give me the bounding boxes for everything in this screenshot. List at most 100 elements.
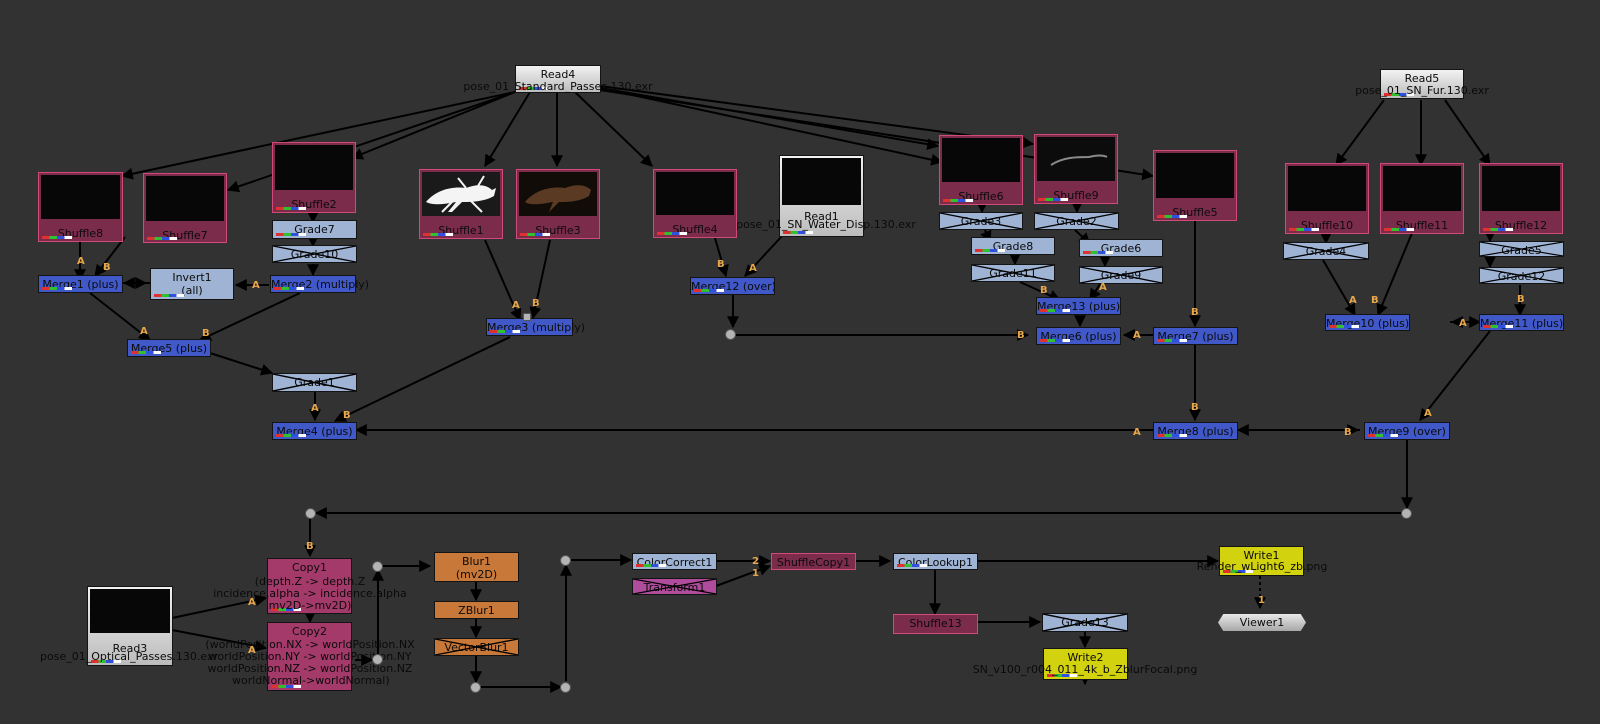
copy1-line3: mv2D->mv2D) <box>268 599 352 612</box>
input-label-b: B <box>306 541 314 552</box>
grade4-label: Grade4 <box>1305 245 1347 258</box>
merge1-node[interactable]: Merge1 (plus) <box>38 275 123 293</box>
grade8-node[interactable]: Grade8 <box>971 237 1055 255</box>
shuffle5-node[interactable]: Shuffle5 <box>1153 150 1237 221</box>
grade2-node[interactable]: Grade2 <box>1034 212 1119 230</box>
input-label-a: A <box>512 300 520 311</box>
copy2-node[interactable]: Copy2 <box>267 622 352 691</box>
input-label-a: A <box>749 263 757 274</box>
shuffle13-node[interactable]: Shuffle13 <box>893 614 978 634</box>
invert1-mode: (all) <box>181 284 203 297</box>
dot-node[interactable] <box>560 555 571 566</box>
blur1-mode: (mv2D) <box>455 568 498 581</box>
grade5-node[interactable]: Grade5 <box>1479 241 1564 257</box>
vectorblur1-node[interactable]: VectorBlur1 <box>434 638 519 656</box>
grade11-node[interactable]: Grade11 <box>971 264 1055 282</box>
read1-file: pose_01_SN_Water_Disp.130.exr <box>736 218 916 231</box>
grade1-node[interactable]: Grade1 <box>272 373 357 392</box>
dot-node[interactable] <box>305 508 316 519</box>
grade9-node[interactable]: Grade9 <box>1079 266 1163 284</box>
write2-label: Write2 <box>1067 651 1104 664</box>
shuffle10-node[interactable]: Shuffle10 <box>1285 163 1369 234</box>
colorcorrect1-node[interactable]: ColorCorrect1 <box>632 553 717 570</box>
read4-node[interactable]: Read4 <box>515 65 601 93</box>
input-label-a: A <box>248 597 256 608</box>
input-label-b: B <box>1040 285 1048 296</box>
write2-node[interactable]: Write2 <box>1043 648 1128 680</box>
input-label-b: B <box>202 328 210 339</box>
read5-node[interactable]: Read5 <box>1380 69 1464 99</box>
grade12-node[interactable]: Grade12 <box>1479 267 1564 284</box>
merge3-node[interactable]: Merge3 (multiply) <box>486 318 585 336</box>
write1-label: Write1 <box>1243 549 1280 562</box>
input-label-a: A <box>248 645 256 656</box>
dot-node[interactable] <box>560 682 571 693</box>
zblur1-node[interactable]: ZBlur1 <box>434 601 519 619</box>
input-label-a: A <box>1133 427 1141 438</box>
merge10-node[interactable]: Merge10 (plus) <box>1325 314 1410 331</box>
blur1-node[interactable]: Blur1 (mv2D) <box>434 552 519 582</box>
shuffle1-node[interactable]: Shuffle1 <box>419 169 503 239</box>
write1-node[interactable]: Write1 <box>1219 546 1304 576</box>
shuffle11-node[interactable]: Shuffle11 <box>1380 163 1464 234</box>
shufflecopy1-node[interactable]: ShuffleCopy1 <box>771 553 856 570</box>
shufflecopy1-label: ShuffleCopy1 <box>776 556 851 569</box>
invert1-node[interactable]: Invert1 (all) <box>150 268 234 300</box>
shuffle12-node[interactable]: Shuffle12 <box>1479 163 1563 234</box>
merge5-node[interactable]: Merge5 (plus) <box>127 339 211 357</box>
shuffle8-thumbnail <box>41 175 120 219</box>
merge4-node[interactable]: Merge4 (plus) <box>272 422 357 440</box>
grade10-node[interactable]: Grade10 <box>272 245 357 263</box>
write1-file: Render_wLight6_zb.png <box>1196 560 1328 573</box>
transform1-node[interactable]: Transform1 <box>632 578 717 595</box>
shuffle7-node[interactable]: Shuffle7 <box>143 173 227 243</box>
grade3-node[interactable]: Grade3 <box>939 212 1023 230</box>
input-label-a: A <box>1424 408 1432 419</box>
grade7-node[interactable]: Grade7 <box>272 220 357 239</box>
grade12-label: Grade12 <box>1497 270 1546 283</box>
grade6-node[interactable]: Grade6 <box>1079 239 1163 257</box>
colorlookup1-node[interactable]: ColorLookup1 <box>893 553 978 570</box>
shuffle1-thumbnail <box>422 172 500 216</box>
dot-node[interactable] <box>470 682 481 693</box>
grade2-label: Grade2 <box>1056 215 1097 228</box>
merge7-node[interactable]: Merge7 (plus) <box>1153 327 1238 345</box>
dot-node <box>523 313 531 321</box>
merge8-node[interactable]: Merge8 (plus) <box>1153 422 1238 440</box>
shuffle8-node[interactable]: Shuffle8 <box>38 172 123 242</box>
shuffle7-thumbnail <box>146 176 224 221</box>
input-label-b: B <box>532 298 540 309</box>
copy1-node[interactable]: Copy1 <box>267 558 352 614</box>
dot-node[interactable] <box>725 329 736 340</box>
dot-node[interactable] <box>372 654 383 665</box>
input-label-a: A <box>1133 330 1141 341</box>
merge9-node[interactable]: Merge9 (over) <box>1364 422 1450 440</box>
grade9-label: Grade9 <box>1100 269 1142 282</box>
copy1-line2: incidence.alpha -> incidence.alpha <box>213 587 407 600</box>
read1-node[interactable]: Read1 <box>779 155 864 237</box>
grade10-label: Grade10 <box>290 248 339 261</box>
shuffle2-node[interactable]: Shuffle2 <box>272 142 356 213</box>
input-label-2: 2 <box>752 556 759 567</box>
merge13-node[interactable]: Merge13 (plus) <box>1036 297 1121 315</box>
zblur1-label: ZBlur1 <box>458 604 495 617</box>
merge12-node[interactable]: Merge12 (over) <box>690 277 776 295</box>
shuffle4-node[interactable]: Shuffle4 <box>653 169 737 238</box>
dot-node[interactable] <box>1401 508 1412 519</box>
shuffle3-node[interactable]: Shuffle3 <box>516 169 600 239</box>
shuffle6-thumbnail <box>942 138 1020 182</box>
input-label-a: A <box>252 280 260 291</box>
dot-node[interactable] <box>372 561 383 572</box>
shuffle6-node[interactable]: Shuffle6 <box>939 135 1023 205</box>
grade4-node[interactable]: Grade4 <box>1283 242 1369 260</box>
read3-node[interactable]: Read3 <box>87 586 173 666</box>
merge2-node[interactable]: Merge2 (multiply) <box>270 275 369 293</box>
viewer1-node[interactable]: Viewer1 <box>1218 614 1306 631</box>
shuffle9-node[interactable]: Shuffle9 <box>1034 134 1118 204</box>
copy2-line4: worldNormal->worldNormal) <box>232 674 390 687</box>
merge11-node[interactable]: Merge11 (plus) <box>1479 314 1564 331</box>
shuffle13-label: Shuffle13 <box>909 617 962 630</box>
grade13-node[interactable]: Grade13 <box>1042 613 1128 632</box>
merge6-node[interactable]: Merge6 (plus) <box>1036 327 1121 345</box>
read3-file: pose_01_Optical_Passes.130.exr <box>40 650 218 663</box>
